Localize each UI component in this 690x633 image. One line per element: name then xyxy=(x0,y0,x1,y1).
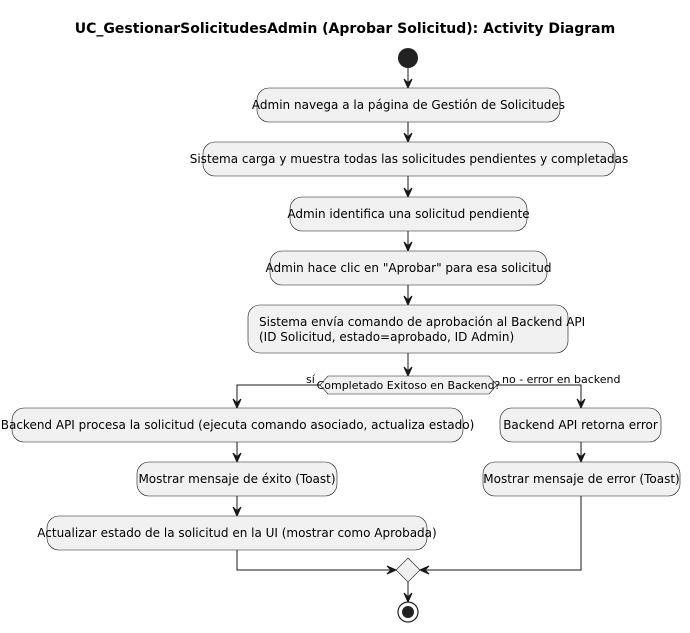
activity-label: Admin identifica una solicitud pendiente xyxy=(287,207,529,221)
activity-label: Admin hace clic en "Aprobar" para esa so… xyxy=(266,261,552,275)
diagram-title: UC_GestionarSolicitudesAdmin (Aprobar So… xyxy=(75,21,615,37)
flow-edge xyxy=(420,496,582,571)
activity-a2: Sistema carga y muestra todas las solici… xyxy=(190,141,629,177)
end-node xyxy=(397,601,419,623)
branch-no-label: no - error en backend xyxy=(502,373,621,386)
decision-node: Completado Exitoso en Backend? xyxy=(317,375,501,395)
flow-edge xyxy=(236,384,320,408)
arrow-head xyxy=(403,366,413,378)
activity-label: Backend API procesa la solicitud (ejecut… xyxy=(1,418,475,432)
arrow-head xyxy=(403,295,413,307)
arrow-head xyxy=(418,565,430,575)
start-node xyxy=(398,48,418,68)
activity-a6: Backend API procesa la solicitud (ejecut… xyxy=(1,407,475,443)
activity-a4: Admin hace clic en "Aprobar" para esa so… xyxy=(266,250,552,286)
activity-label: Mostrar mensaje de éxito (Toast) xyxy=(138,472,335,486)
activity-a7: Mostrar mensaje de éxito (Toast) xyxy=(136,461,338,497)
arrow-head xyxy=(403,187,413,199)
arrow-head xyxy=(403,241,413,253)
branch-yes-label: sí xyxy=(306,373,316,386)
activity-a8: Actualizar estado de la solicitud en la … xyxy=(37,515,437,551)
activity-label: (ID Solicitud, estado=aprobado, ID Admin… xyxy=(259,330,514,344)
activity-label: Backend API retorna error xyxy=(503,418,658,432)
activity-a5: Sistema envía comando de aprobación al B… xyxy=(247,304,585,354)
control-flow-edges xyxy=(232,68,586,604)
flow-edge xyxy=(236,550,396,571)
activity-label: Actualizar estado de la solicitud en la … xyxy=(37,526,436,540)
arrow-head xyxy=(403,592,413,604)
merge-node xyxy=(395,557,421,583)
flow-edge xyxy=(497,384,582,408)
activity-label: Sistema carga y muestra todas las solici… xyxy=(190,152,629,166)
arrow-head xyxy=(403,132,413,144)
arrow-head xyxy=(386,565,398,575)
activity-label: Admin navega a la página de Gestión de S… xyxy=(252,98,565,112)
arrow-head xyxy=(576,452,586,464)
decision-label: Completado Exitoso en Backend? xyxy=(317,379,501,392)
arrow-head xyxy=(232,506,242,518)
arrow-head xyxy=(403,78,413,90)
arrow-head xyxy=(232,452,242,464)
activity-label: Mostrar mensaje de error (Toast) xyxy=(483,472,680,486)
activity-nodes: Admin navega a la página de Gestión de S… xyxy=(1,87,681,551)
arrow-head xyxy=(576,398,586,410)
activity-a1: Admin navega a la página de Gestión de S… xyxy=(252,87,565,123)
activity-a3: Admin identifica una solicitud pendiente xyxy=(287,196,530,232)
activity-label: Sistema envía comando de aprobación al B… xyxy=(259,315,585,329)
activity-a10: Mostrar mensaje de error (Toast) xyxy=(482,461,681,497)
arrow-head xyxy=(232,398,242,410)
activity-a9: Backend API retorna error xyxy=(499,407,662,443)
